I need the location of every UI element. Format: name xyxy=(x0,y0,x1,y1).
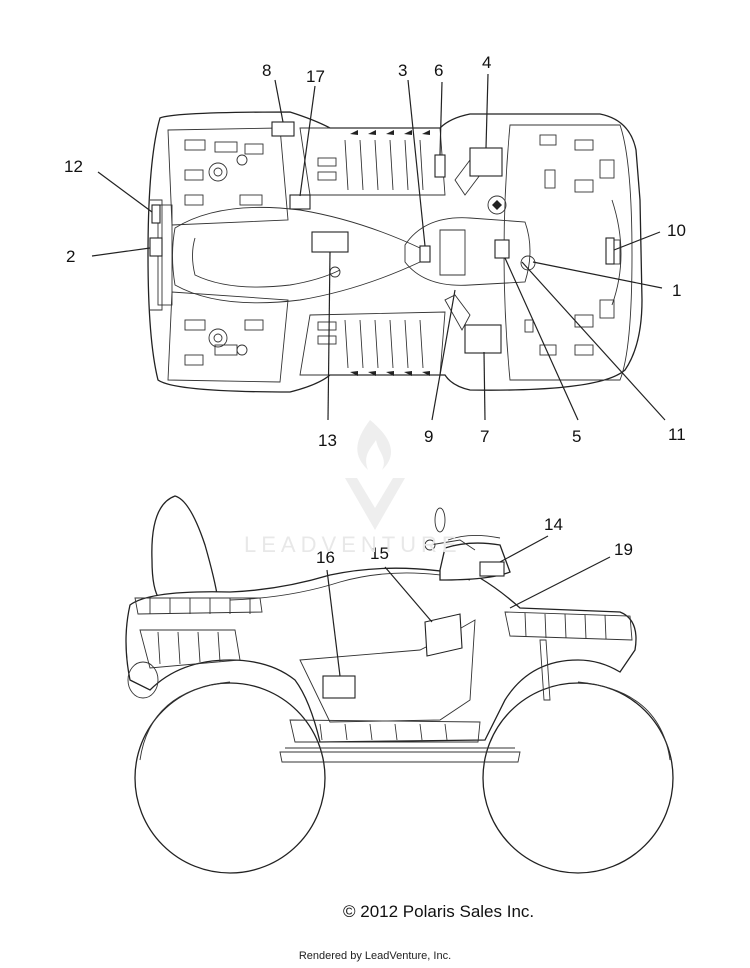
decal-16 xyxy=(322,675,356,699)
watermark-text: LEADVENTURE xyxy=(244,532,462,557)
decal-13 xyxy=(311,231,349,253)
callout-11: 11 xyxy=(668,425,686,444)
atv-side-view xyxy=(125,495,674,874)
side-view-leader-lines xyxy=(326,535,611,677)
callout-2: 2 xyxy=(66,247,75,266)
callout-5: 5 xyxy=(572,427,581,446)
decal-3 xyxy=(419,245,431,263)
callout-6: 6 xyxy=(434,61,443,80)
decal-2 xyxy=(149,237,163,257)
decal-15 xyxy=(424,613,463,657)
top-view-decals xyxy=(149,121,615,354)
callout-14: 14 xyxy=(544,515,563,534)
callout-10: 10 xyxy=(667,221,686,240)
callout-1: 1 xyxy=(672,281,681,300)
decal-10 xyxy=(605,237,615,265)
rendered-by-text: Rendered by LeadVenture, Inc. xyxy=(298,950,452,962)
callout-7: 7 xyxy=(480,427,489,446)
callout-16: 16 xyxy=(316,548,335,567)
decal-6 xyxy=(434,154,446,178)
callout-17: 17 xyxy=(306,67,325,86)
decal-8 xyxy=(271,121,295,137)
decal-17 xyxy=(289,194,311,210)
decal-4 xyxy=(469,147,503,177)
callout-12: 12 xyxy=(64,157,83,176)
decal-14 xyxy=(479,561,505,577)
atv-top-view xyxy=(147,111,643,393)
callout-numbers: 8 17 3 6 4 12 2 10 1 11 5 7 9 13 14 19 1… xyxy=(64,53,686,567)
callout-19: 19 xyxy=(614,540,633,559)
side-view-decals xyxy=(322,561,505,699)
callout-15: 15 xyxy=(370,544,389,563)
callout-9: 9 xyxy=(424,427,433,446)
callout-8: 8 xyxy=(262,61,271,80)
copyright-text: © 2012 Polaris Sales Inc. xyxy=(343,902,535,921)
decal-7 xyxy=(464,324,502,354)
decal-12 xyxy=(151,204,161,224)
callout-3: 3 xyxy=(398,61,407,80)
callout-4: 4 xyxy=(482,53,491,72)
callout-13: 13 xyxy=(318,431,337,450)
top-view-leader-lines xyxy=(91,73,666,421)
decal-5 xyxy=(494,239,510,259)
watermark-logo-icon xyxy=(345,420,405,530)
